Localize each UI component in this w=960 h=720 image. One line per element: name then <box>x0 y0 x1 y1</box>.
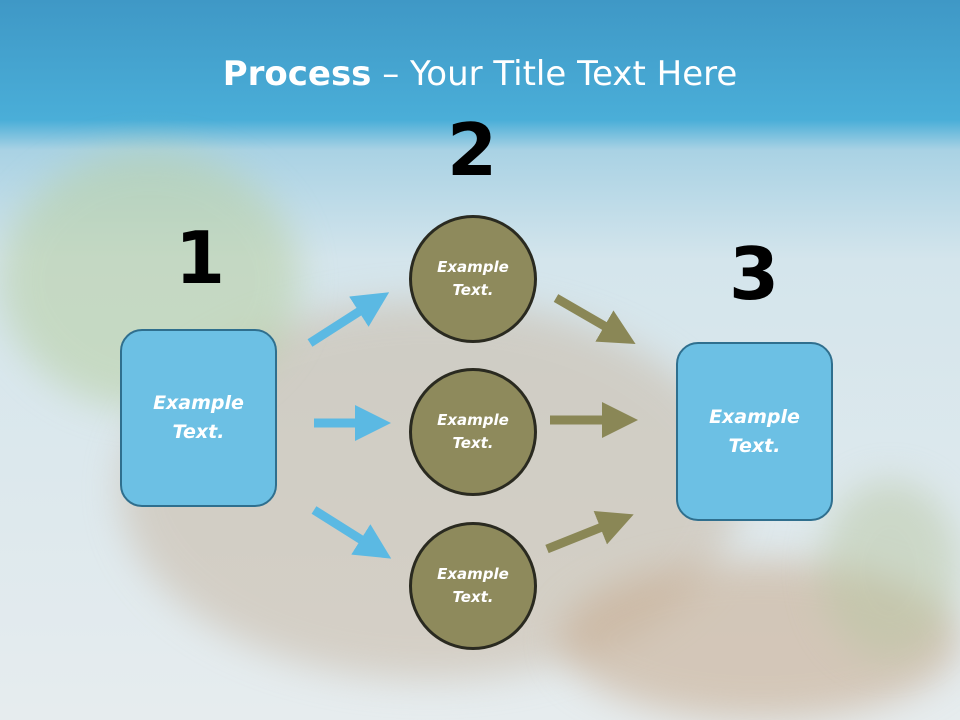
step-2-text-bottom: Example Text. <box>437 565 509 606</box>
step-2-text-middle: Example Text. <box>437 411 509 452</box>
step-number-3: 3 <box>728 232 780 316</box>
title-bold: Process <box>222 54 372 94</box>
title-rest: – Your Title Text Here <box>371 54 738 94</box>
step-1-box[interactable]: Example Text. <box>120 329 277 507</box>
step-number-2: 2 <box>446 108 498 192</box>
step-2-circle-top[interactable]: Example Text. <box>409 215 537 343</box>
step-1-text: Example Text. <box>153 392 244 443</box>
step-2-text-top: Example Text. <box>437 258 509 299</box>
arrow-1-to-2-bottom <box>311 506 392 559</box>
arrow-2-bottom-to-3 <box>545 510 634 554</box>
arrow-1-to-2-top <box>307 292 390 347</box>
arrow-2-top-to-3 <box>553 294 636 345</box>
step-2-circle-bottom[interactable]: Example Text. <box>409 522 537 650</box>
step-3-text: Example Text. <box>709 405 800 457</box>
step-3-box[interactable]: Example Text. <box>676 342 833 521</box>
step-2-circle-middle[interactable]: Example Text. <box>409 368 537 496</box>
background-photo-right <box>820 480 960 660</box>
slide-title: Process – Your Title Text Here <box>0 52 960 96</box>
step-number-1: 1 <box>174 216 226 300</box>
